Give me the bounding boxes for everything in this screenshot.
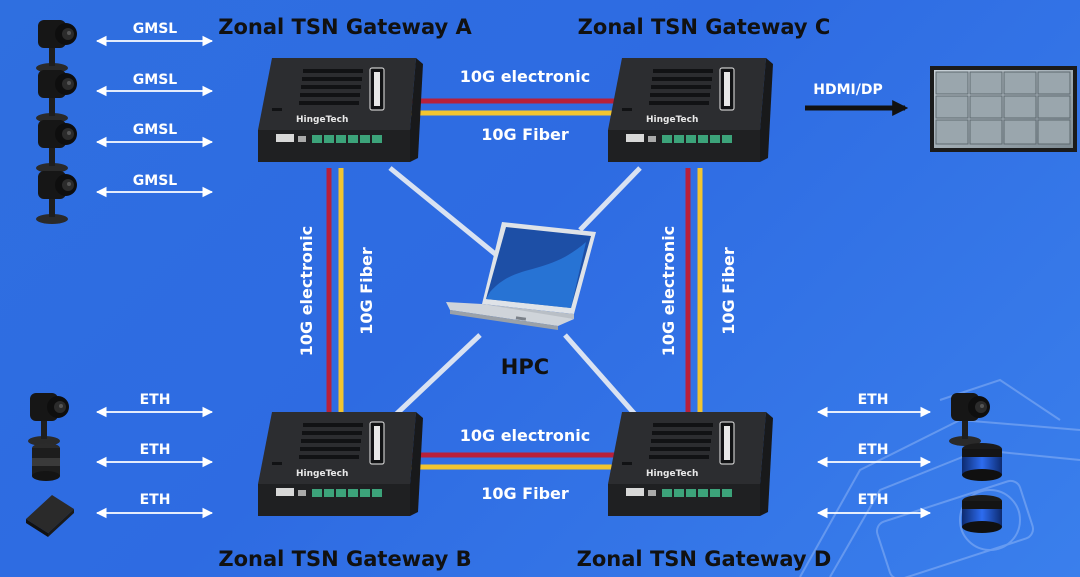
hpc-links bbox=[388, 166, 642, 422]
gateway-a-brand: HingeTech bbox=[296, 115, 348, 125]
link-label-left-electronic: 10G electronic bbox=[297, 226, 316, 357]
right-bottom-sensor-group bbox=[949, 393, 1002, 533]
gateway-c-title: Zonal TSN Gateway C bbox=[578, 15, 831, 39]
laptop-icon bbox=[446, 222, 596, 330]
camera-icon bbox=[949, 393, 990, 446]
link-label-top-fiber: 10G Fiber bbox=[481, 125, 569, 144]
gateway-b-brand: HingeTech bbox=[296, 469, 348, 479]
lidar-icon bbox=[32, 443, 60, 481]
eth-label: ETH bbox=[140, 442, 171, 458]
camera-icon bbox=[36, 20, 77, 73]
cable-left bbox=[326, 168, 344, 415]
left-bottom-sensor-group bbox=[26, 393, 74, 537]
left-top-links bbox=[95, 35, 214, 198]
gateway-d-brand: HingeTech bbox=[646, 469, 698, 479]
gmsl-label: GMSL bbox=[133, 21, 178, 37]
gateway-b-title: Zonal TSN Gateway B bbox=[218, 547, 471, 571]
link-label-left-fiber: 10G Fiber bbox=[357, 247, 376, 335]
eth-label: ETH bbox=[140, 392, 171, 408]
gateway-b: HingeTech bbox=[257, 411, 424, 517]
gateway-a: HingeTech bbox=[257, 57, 424, 163]
link-label-right-fiber: 10G Fiber bbox=[719, 247, 738, 335]
gateway-d: HingeTech bbox=[607, 411, 774, 517]
radar-icon bbox=[26, 495, 74, 537]
link-label-top-electronic: 10G electronic bbox=[460, 67, 591, 86]
gateway-a-title: Zonal TSN Gateway A bbox=[218, 15, 472, 39]
gmsl-label: GMSL bbox=[133, 173, 178, 189]
camera-icon bbox=[36, 171, 77, 224]
gateway-c-brand: HingeTech bbox=[646, 115, 698, 125]
link-label-right-electronic: 10G electronic bbox=[659, 226, 678, 357]
background-decoration bbox=[799, 378, 1080, 577]
cable-top bbox=[400, 98, 630, 116]
camera-icon bbox=[36, 120, 77, 173]
cable-bottom bbox=[400, 452, 630, 470]
hpc-label: HPC bbox=[501, 355, 549, 379]
eth-label: ETH bbox=[140, 492, 171, 508]
gateway-c: HingeTech bbox=[607, 57, 774, 163]
lidar-icon bbox=[962, 495, 1002, 533]
eth-label: ETH bbox=[858, 492, 889, 508]
camera-icon bbox=[28, 393, 69, 446]
camera-icon bbox=[36, 70, 77, 123]
link-label-bottom-electronic: 10G electronic bbox=[460, 426, 591, 445]
gateway-d-title: Zonal TSN Gateway D bbox=[577, 547, 832, 571]
left-bottom-links bbox=[95, 406, 214, 519]
hdmi-label: HDMI/DP bbox=[813, 82, 882, 98]
cable-right bbox=[685, 168, 703, 415]
eth-label: ETH bbox=[858, 392, 889, 408]
lidar-icon bbox=[962, 443, 1002, 481]
gmsl-label: GMSL bbox=[133, 122, 178, 138]
link-label-bottom-fiber: 10G Fiber bbox=[481, 484, 569, 503]
left-top-camera-group bbox=[36, 20, 77, 224]
gmsl-label: GMSL bbox=[133, 72, 178, 88]
monitor-icon bbox=[930, 66, 1077, 152]
right-bottom-links bbox=[816, 406, 932, 519]
eth-label: ETH bbox=[858, 442, 889, 458]
